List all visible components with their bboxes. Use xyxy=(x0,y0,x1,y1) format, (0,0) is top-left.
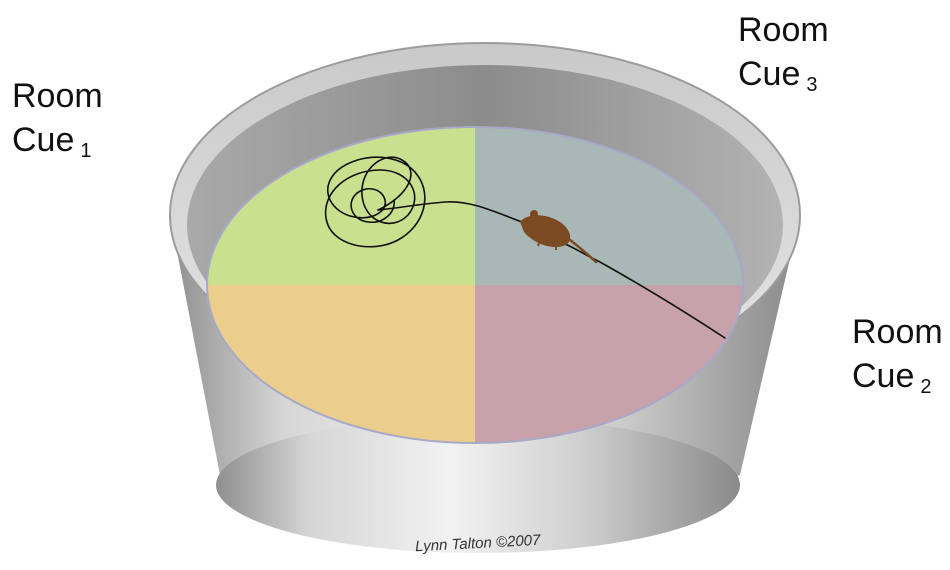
room-cue-3-word: Room xyxy=(738,8,829,52)
room-cue-1: Room Cue 1 xyxy=(12,74,103,167)
room-cue-1-label: Cue xyxy=(12,121,74,159)
room-cue-1-word: Room xyxy=(12,74,103,118)
room-cue-2-label: Cue xyxy=(852,357,914,395)
room-cue-2-number: 2 xyxy=(920,376,931,398)
room-cue-1-number: 1 xyxy=(80,140,91,162)
room-cue-3-label: Cue xyxy=(738,55,800,93)
room-cue-3: Room Cue 3 xyxy=(738,8,829,101)
rat-ear xyxy=(530,210,538,218)
room-cue-2-word: Room xyxy=(852,310,943,354)
room-cue-2: Room Cue 2 xyxy=(852,310,943,403)
room-cue-3-number: 3 xyxy=(806,74,817,96)
